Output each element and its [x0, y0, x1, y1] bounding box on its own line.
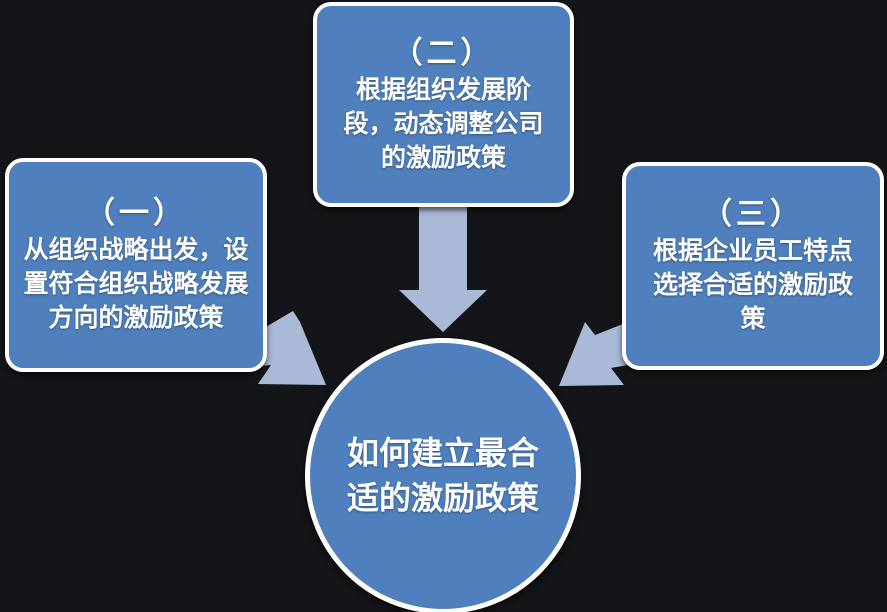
step-text-2: 根据组织发展阶段，动态调整公司的激励政策	[343, 74, 544, 172]
step-number-3: （三）	[702, 197, 804, 232]
step-text-3: 根据企业员工特点选择合适的激励政策	[652, 236, 853, 333]
arrow-down	[399, 205, 487, 332]
arrow-right-down	[241, 311, 326, 385]
step-box-2: （二） 根据组织发展阶段，动态调整公司的激励政策	[313, 2, 574, 207]
center-text: 如何建立最合适的激励政策	[346, 434, 539, 517]
step-text-1: 从组织战略出发，设置符合组织战略发展方向的激励政策	[23, 235, 249, 332]
step-number-2: （二）	[392, 35, 495, 71]
arrow-left-down	[559, 322, 628, 386]
step-number-1: （一）	[85, 196, 187, 231]
step-box-1: （一） 从组织战略出发，设置符合组织战略发展方向的激励政策	[5, 158, 267, 372]
center-circle: 如何建立最合适的激励政策	[305, 338, 581, 612]
step-box-3: （三） 根据企业员工特点选择合适的激励政策	[622, 162, 884, 370]
